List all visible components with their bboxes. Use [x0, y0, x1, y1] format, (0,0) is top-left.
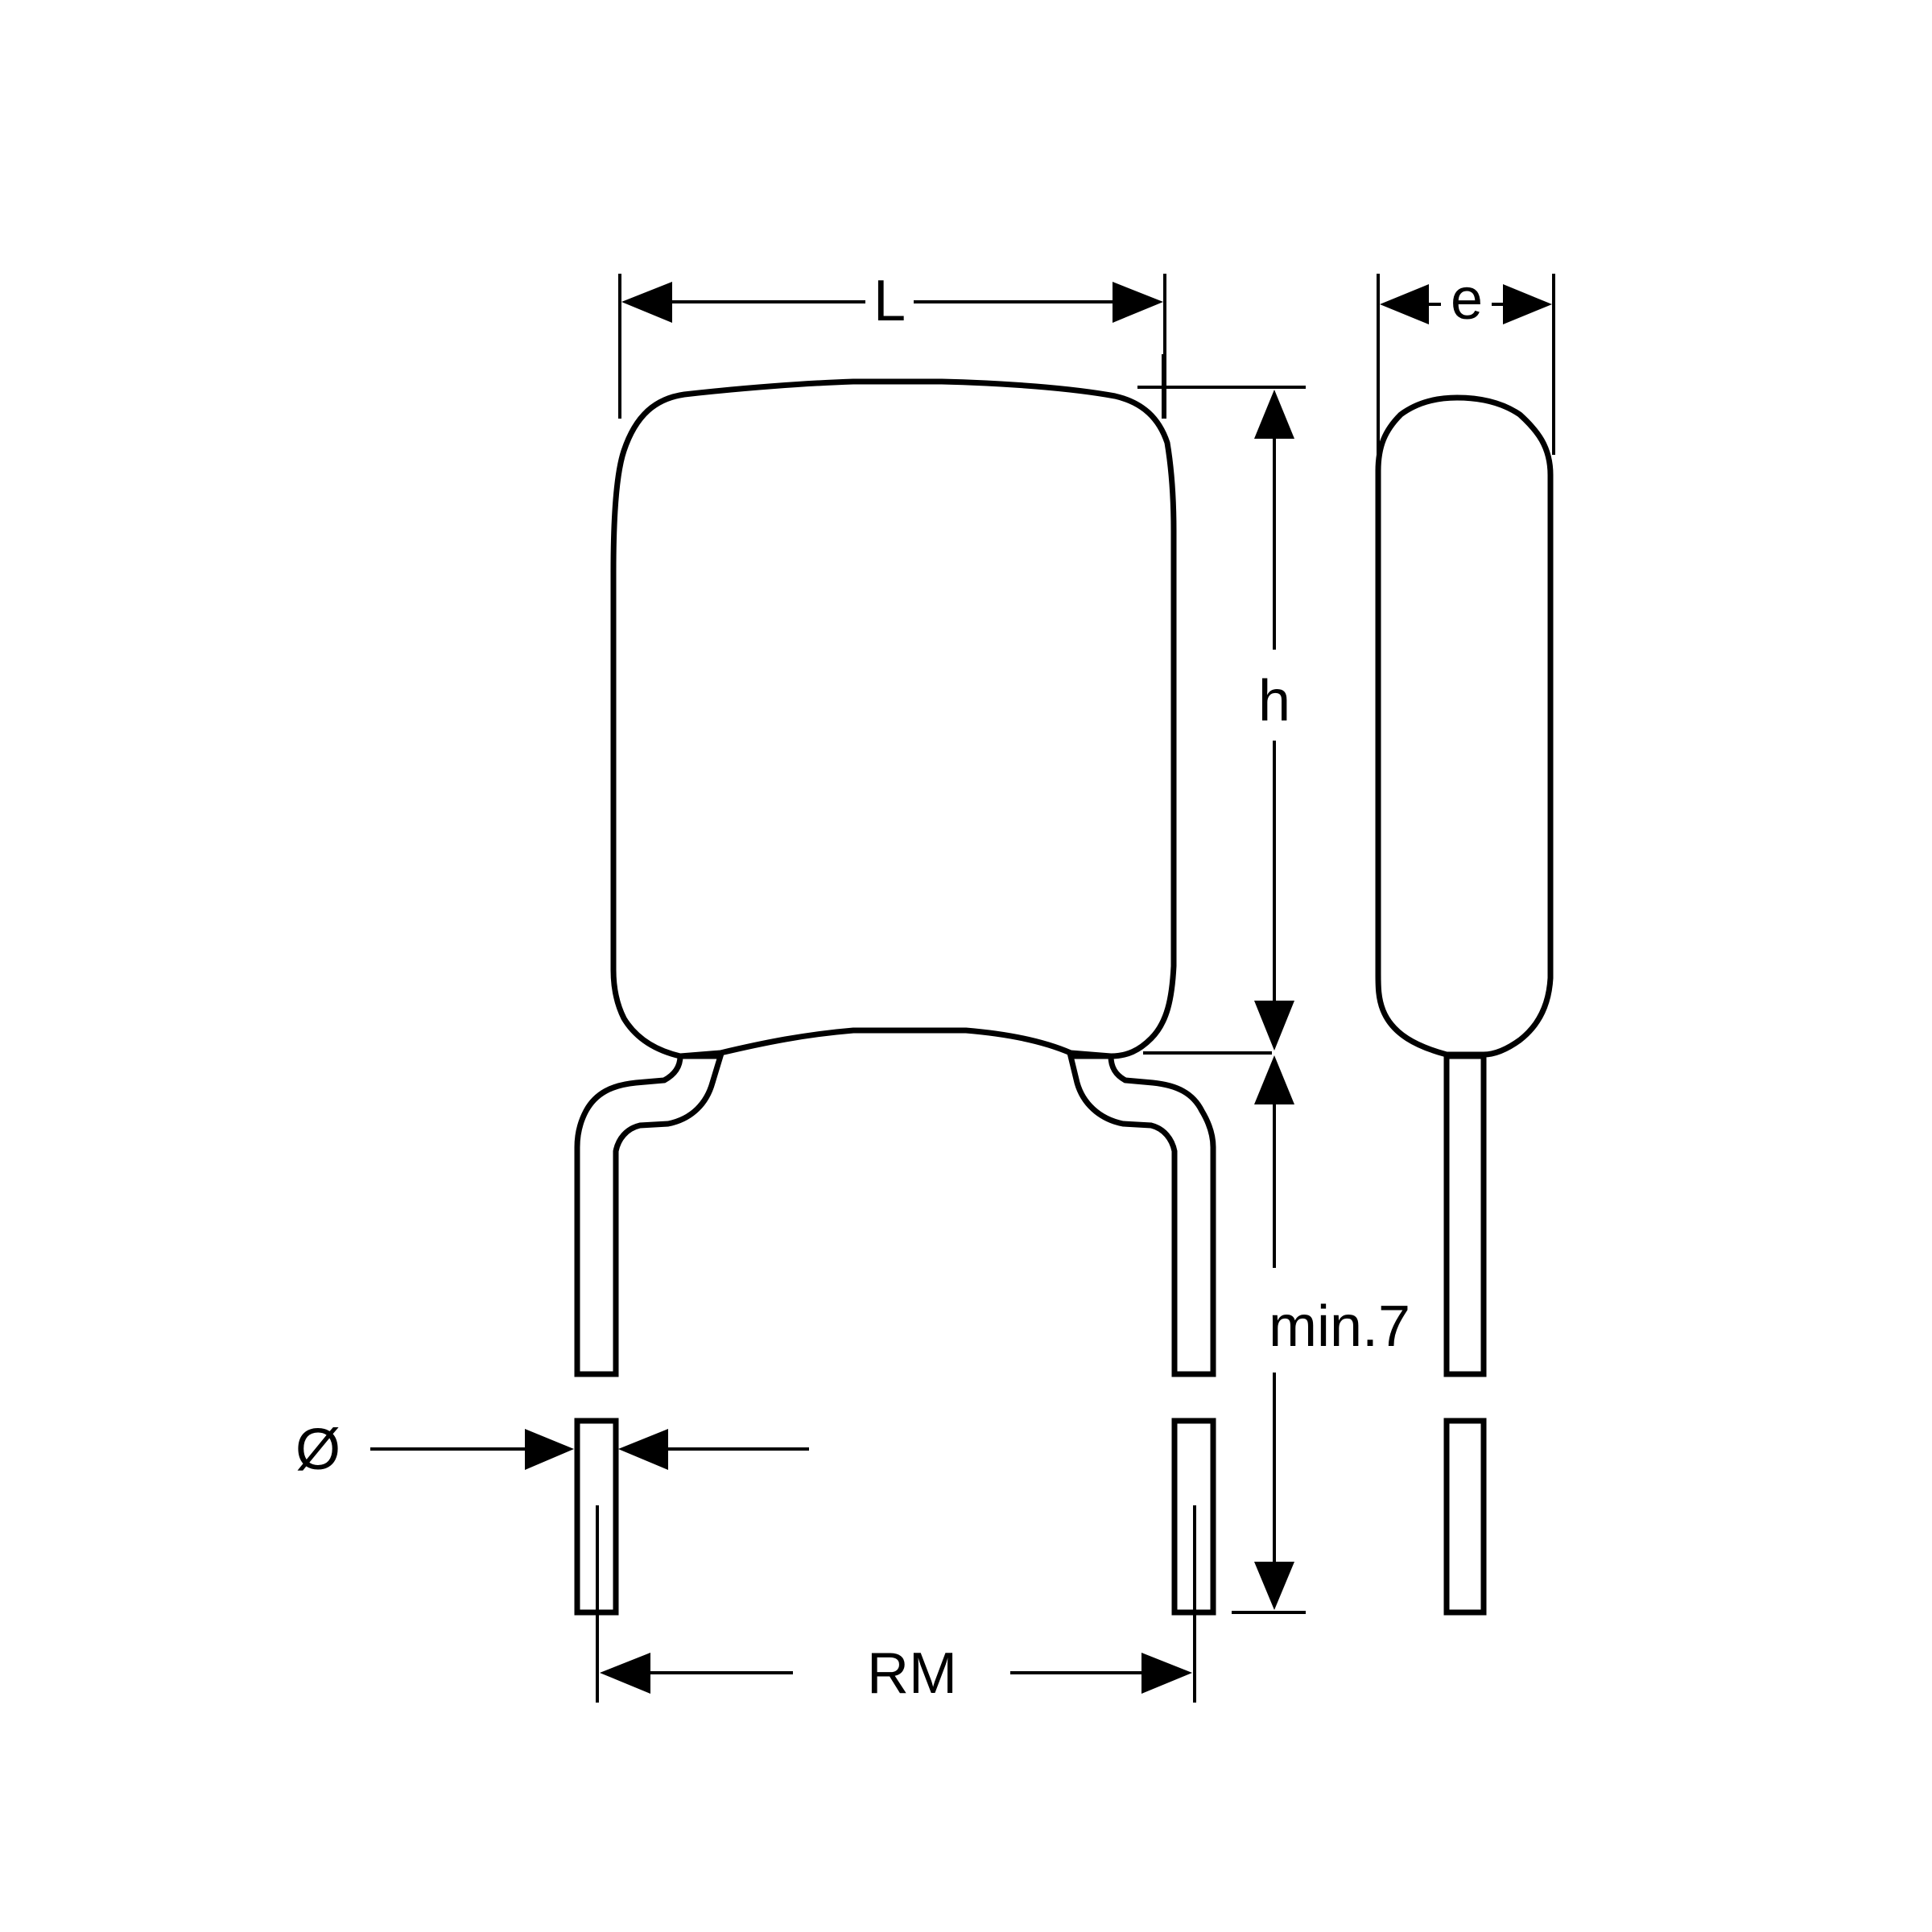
- dimension-lead-spacing: RM: [600, 1641, 1192, 1706]
- dimension-thickness: e: [1377, 267, 1555, 455]
- arrow-right-icon: [1141, 1653, 1192, 1694]
- arrow-up-icon: [1254, 1055, 1294, 1104]
- arrow-down-icon: [1254, 1562, 1294, 1610]
- lead-spacing-label: RM: [867, 1641, 957, 1706]
- arrow-left-icon: [621, 282, 672, 323]
- dimension-height: h: [1137, 354, 1306, 1055]
- arrow-up-icon: [1254, 390, 1294, 439]
- front-view: [574, 378, 1216, 1703]
- arrow-left-icon: [600, 1653, 650, 1694]
- dimension-lead-length: min.7: [1232, 1055, 1410, 1614]
- arrow-left-icon: [1380, 284, 1429, 324]
- height-label: h: [1258, 669, 1290, 733]
- arrow-down-icon: [1254, 1001, 1294, 1051]
- length-label: L: [873, 269, 906, 333]
- dimension-lead-diameter: Ø: [295, 1418, 809, 1482]
- lead-length-label: min.7: [1269, 1294, 1410, 1359]
- side-view: [1375, 394, 1554, 1616]
- arrow-right-icon: [525, 1429, 574, 1470]
- capacitor-body-front: [610, 378, 1177, 1059]
- arrow-right-icon: [1503, 284, 1552, 324]
- capacitor-body-side: [1375, 394, 1554, 1058]
- lead-diameter-label: Ø: [295, 1418, 341, 1482]
- side-lead-upper: [1443, 1053, 1487, 1377]
- right-lead-upper: [1067, 1053, 1216, 1377]
- arrow-left-icon: [618, 1429, 668, 1470]
- left-lead-upper: [574, 1053, 724, 1377]
- side-lead-lower: [1443, 1418, 1487, 1616]
- arrow-right-icon: [1113, 282, 1163, 323]
- thickness-label: e: [1451, 267, 1483, 332]
